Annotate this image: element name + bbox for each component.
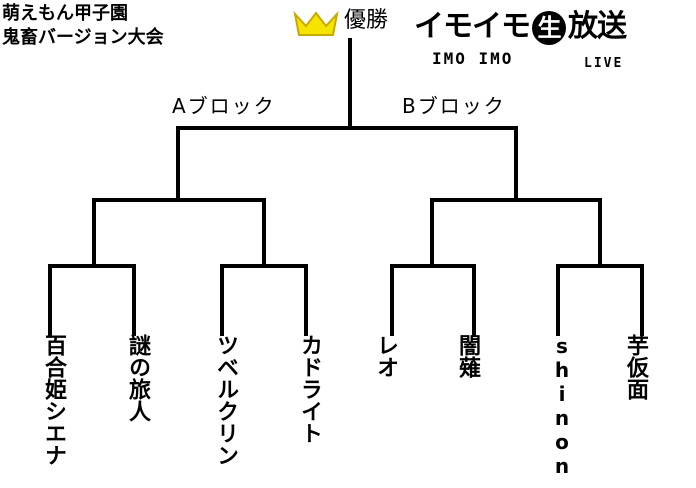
- player-name-4: カドライト: [297, 334, 322, 444]
- logo-main: イモイモ生放送: [414, 9, 627, 45]
- player-name-8: 芋仮面: [623, 334, 648, 400]
- player-name-5: レオ: [373, 334, 398, 378]
- logo-circle: 生: [532, 11, 566, 45]
- player-name-2: 謎の旅人: [125, 334, 150, 422]
- player-name-3: ツベルクリン: [213, 334, 238, 466]
- player-name-7: shinon: [550, 334, 574, 478]
- player-name-1: 百合姫シエナ: [41, 334, 66, 466]
- block-a-label: Aブロック: [172, 94, 276, 118]
- logo-circle-text: 生: [537, 14, 562, 42]
- logo-main-left: イモイモ: [414, 9, 531, 44]
- tournament-title-line1: 萌えもん甲子園: [2, 3, 128, 24]
- player-name-6: 闇薙: [455, 334, 480, 378]
- winner-label: 優勝: [344, 8, 389, 33]
- block-b-label: Bブロック: [402, 94, 506, 118]
- logo-main-right: 放送: [568, 9, 627, 44]
- tournament-title-line2: 鬼畜バージョン大会: [2, 27, 164, 48]
- logo-sub-left: IMO IMO: [432, 49, 514, 68]
- crown-icon: [293, 10, 339, 36]
- logo-sub-right: LIVE: [584, 56, 624, 71]
